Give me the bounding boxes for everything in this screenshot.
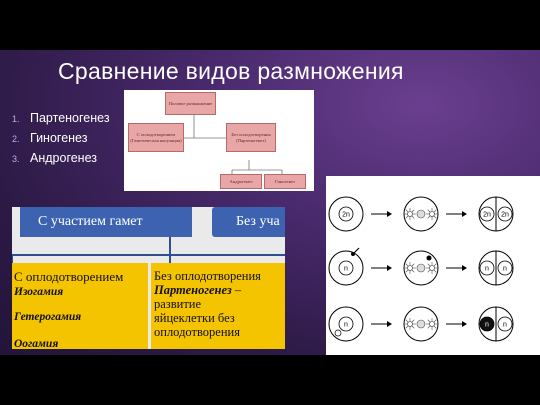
nucleus-label: n	[503, 266, 507, 273]
child-box-gynogenesis: Гиногенез	[264, 174, 306, 189]
bullet-text: Андрогенез	[30, 151, 97, 165]
bullet-text: Партеногенез	[30, 111, 110, 125]
right-box-label: Без оплодотворения (Партеногенез)	[231, 132, 271, 143]
arrow-head	[387, 321, 392, 327]
nucleus-label: 2n	[483, 212, 491, 219]
spindle-star	[404, 262, 416, 274]
cell-division-svg: 2n 2n 2n n n n n n n	[328, 196, 514, 342]
without-fertilization-heading: Без оплодотворения	[154, 269, 261, 283]
bullet-item: 2. Гиногенез	[12, 128, 110, 148]
child-box-androgenesis: Андрогенез	[220, 174, 262, 189]
cell-division-diagram: 2n 2n 2n n n n n n n	[326, 176, 540, 355]
connector-lines	[12, 237, 285, 263]
spindle-star	[426, 208, 438, 220]
chromosomes	[416, 209, 426, 219]
bullet-number: 3.	[12, 154, 20, 164]
right-box: Без оплодотворения (Партеногенез)	[226, 123, 276, 152]
gamete-classification-diagram: С участием гамет Без уча С оплодотворени…	[12, 207, 285, 349]
slide-title: Сравнение видов размножения	[58, 58, 404, 84]
nucleus	[497, 316, 513, 332]
parthenogenesis-line: Партеногенез –	[154, 283, 285, 297]
nucleus-label: 2n	[501, 212, 509, 219]
without-fertilization-box: Без оплодотворения Партеногенез – развит…	[151, 263, 285, 349]
arrow-head	[387, 211, 392, 217]
slide: Сравнение видов размножения 1. Партеноген…	[0, 50, 540, 355]
nucleus-label: n	[485, 266, 489, 273]
with-fertilization-heading: С оплодотворением	[14, 269, 124, 284]
arrow-head	[387, 265, 392, 271]
nucleus-label: n	[344, 266, 348, 273]
nucleus-label: 2n	[342, 212, 350, 219]
arrow-head	[462, 265, 467, 271]
definition-line: развитие	[154, 297, 202, 311]
nucleus	[338, 316, 354, 332]
nucleus	[479, 206, 495, 222]
bullet-list: 1. Партеногенез 2. Гиногенез 3. Андрогенез	[12, 108, 110, 168]
sperm-nucleus	[334, 329, 342, 337]
definition-line: яйцеклетки без	[154, 311, 235, 325]
spindle-star	[404, 208, 416, 220]
arrow-head	[462, 321, 467, 327]
root-box: Половое размножение	[165, 92, 216, 115]
bullet-item: 1. Партеногенез	[12, 108, 110, 128]
nucleus-label: n	[485, 322, 489, 329]
definition-line: оплодотворения	[154, 325, 240, 339]
sperm-head	[426, 255, 432, 261]
left-box-label: С оплодотворением (Гаметическая копуляци…	[130, 132, 182, 143]
tab-with-gametes: С участием гамет	[20, 207, 192, 237]
oogamy-label: Оогамия	[14, 338, 59, 349]
nucleus	[497, 260, 513, 276]
child-box-label: Гиногенез	[275, 178, 295, 184]
with-fertilization-box: С оплодотворением Изогамия Гетерогамия О…	[12, 263, 148, 349]
root-box-label: Половое размножение	[168, 100, 213, 106]
nucleus-label: n	[344, 322, 348, 329]
bullet-item: 3. Андрогенез	[12, 148, 110, 168]
tab-without-gametes: Без уча	[212, 207, 285, 237]
bullet-number: 2.	[12, 134, 20, 144]
chromosomes	[416, 263, 426, 273]
parthenogenesis-term: Партеногенез	[154, 283, 232, 297]
chromosomes	[416, 319, 426, 329]
isogamy-label: Изогамия	[14, 286, 64, 298]
bullet-number: 1.	[12, 114, 20, 124]
reproduction-hierarchy-diagram: Половое размножение С оплодотворением (Г…	[124, 90, 314, 191]
parthenogenesis-dash: –	[231, 283, 242, 297]
nucleus	[338, 206, 354, 222]
nucleus	[479, 316, 495, 332]
child-box-label: Андрогенез	[229, 178, 253, 184]
bullet-text: Гиногенез	[30, 131, 88, 145]
arrow-head	[462, 211, 467, 217]
left-box: С оплодотворением (Гаметическая копуляци…	[128, 123, 184, 152]
heterogamy-label: Гетерогамия	[14, 311, 82, 323]
spindle-star	[404, 318, 416, 330]
nucleus	[479, 260, 495, 276]
spindle-star	[426, 318, 438, 330]
sperm-head	[351, 252, 355, 256]
nucleus-label: n	[503, 322, 507, 329]
nucleus	[338, 260, 354, 276]
nucleus	[497, 206, 513, 222]
spindle-star	[426, 262, 438, 274]
